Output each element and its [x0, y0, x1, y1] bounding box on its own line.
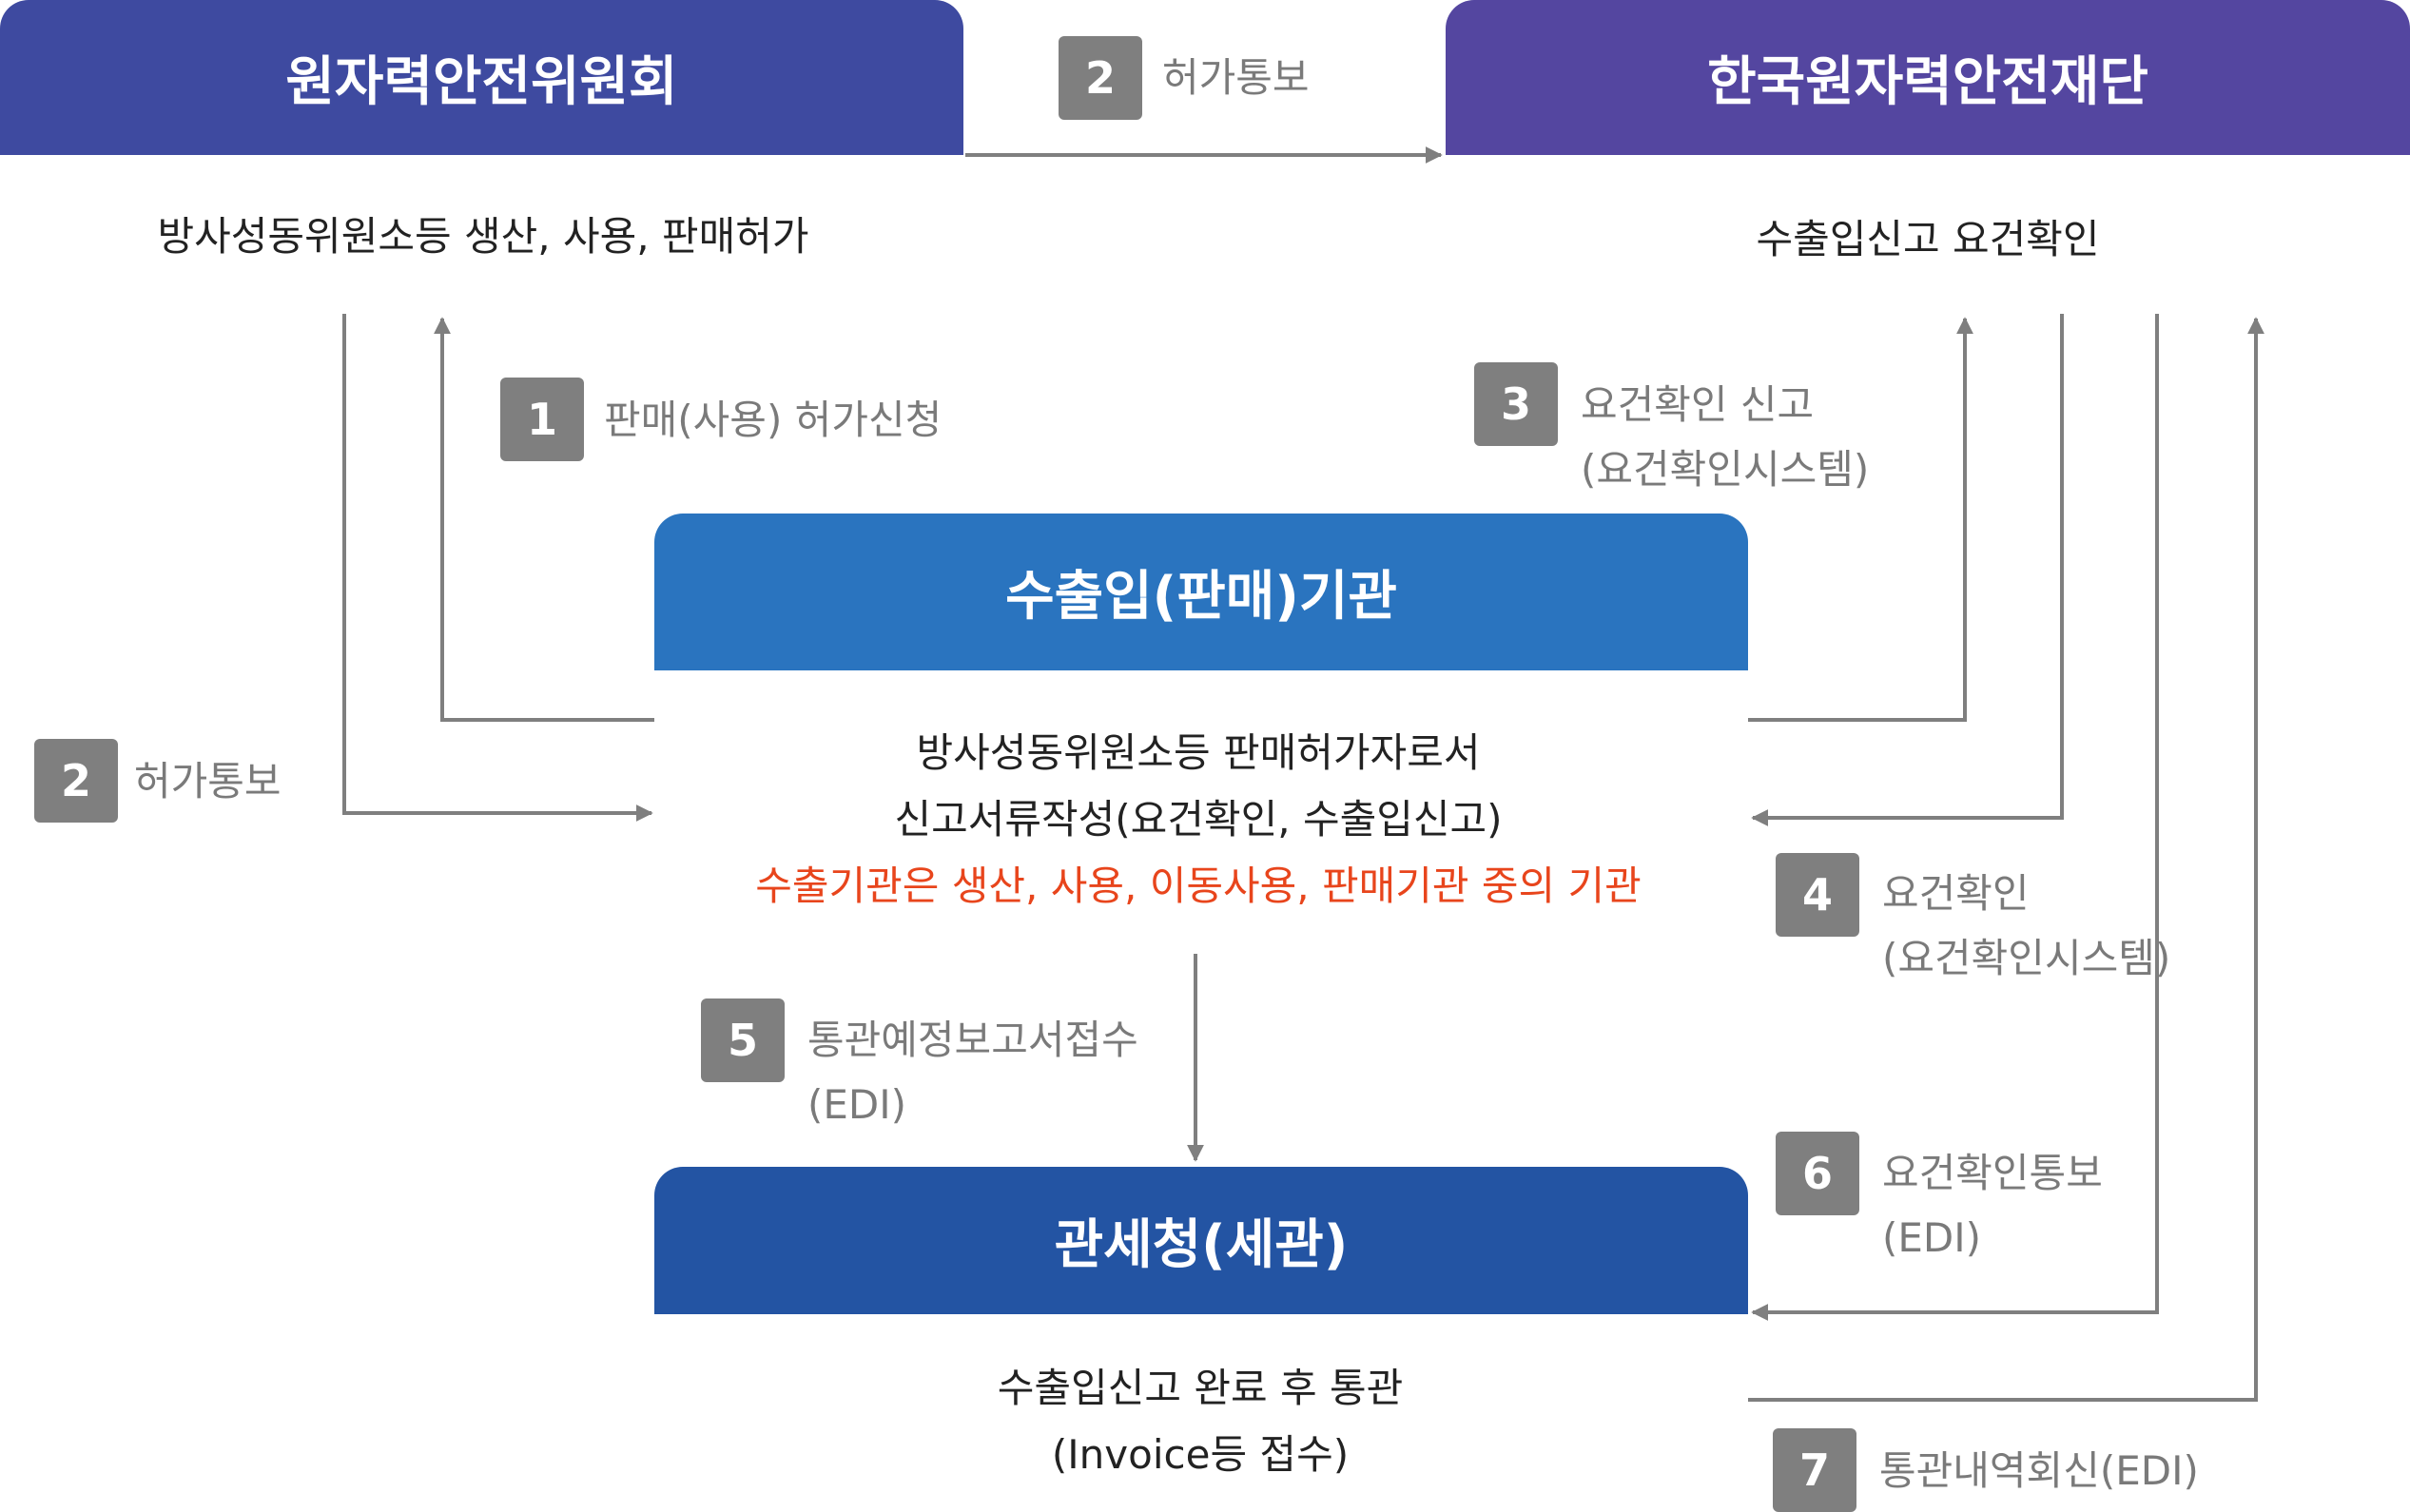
- step-label: 판매(사용) 허가신청: [604, 397, 943, 443]
- importer-note: 수출기관은 생산, 사용, 이동사용, 판매기관 중의 기관: [755, 863, 1642, 909]
- step-label-sub: (EDI): [807, 1081, 907, 1128]
- step-badge: 4: [1776, 853, 1859, 937]
- step-badge: 2: [1059, 36, 1142, 120]
- arrow-step-1: [434, 317, 654, 722]
- step-label-main: 통관예정보고서접수: [807, 1017, 1138, 1063]
- step-label: 통관내역회신(EDI): [1879, 1447, 2199, 1494]
- step-label: 허가통보: [1162, 54, 1310, 101]
- importer-description: 방사성동위원소등 판매허가자로서 신고서류작성(요건확인, 수출입신고) 수출기…: [755, 720, 1642, 920]
- step-label-main: 요건확인통보: [1882, 1150, 2103, 1196]
- customs-description: 수출입신고 완료 후 통관 (Invoice등 접수): [998, 1355, 1403, 1488]
- step-label-sub: (요건확인시스템): [1581, 446, 1870, 493]
- customs-line2: (Invoice등 접수): [1051, 1431, 1350, 1478]
- arrow-step-3: [1748, 317, 1973, 722]
- kofons-title: 한국원자력안전재단: [1707, 51, 2148, 113]
- step-badge: 2: [34, 739, 118, 823]
- step-label-main: 요건확인: [1882, 870, 2030, 917]
- step-badge: 6: [1776, 1132, 1859, 1215]
- nssc-header: 원자력안전위원회: [0, 0, 963, 155]
- arrow-step-6: [1751, 314, 2159, 1321]
- step-label: 요건확인 신고 (요건확인시스템): [1581, 373, 1869, 502]
- step-badge: 3: [1474, 362, 1558, 446]
- importer-line2: 신고서류작성(요건확인, 수출입신고): [894, 796, 1503, 843]
- step-label: 요건확인통보 (EDI): [1882, 1141, 2103, 1270]
- step-badge: 1: [500, 378, 584, 461]
- importer-title: 수출입(판매)기관: [1005, 566, 1397, 628]
- arrow-step-4: [1751, 314, 2064, 826]
- customs-line1: 수출입신고 완료 후 통관: [997, 1365, 1404, 1411]
- arrow-step-7: [1748, 317, 2264, 1402]
- step-label-sub: (요건확인시스템): [1882, 935, 2171, 981]
- step-label-sub: (EDI): [1882, 1214, 1982, 1261]
- nssc-title: 원자력안전위원회: [285, 51, 678, 113]
- importer-line1: 방사성동위원소등 판매허가자로서: [916, 729, 1481, 776]
- importer-header: 수출입(판매)기관: [654, 514, 1748, 670]
- customs-title: 관세청(세관): [1054, 1214, 1349, 1276]
- nssc-description: 방사성동위원소등 생산, 사용, 판매허가: [157, 213, 809, 260]
- arrow-step-2-left: [342, 314, 653, 822]
- step-badge: 5: [701, 998, 785, 1082]
- step-badge: 7: [1773, 1428, 1856, 1512]
- kofons-header: 한국원자력안전재단: [1446, 0, 2410, 155]
- kofons-description: 수출입신고 요건확인: [1756, 216, 2100, 262]
- step-label: 요건확인 (요건확인시스템): [1882, 862, 2170, 991]
- step-label: 허가통보: [134, 758, 282, 804]
- step-label-main: 요건확인 신고: [1581, 381, 1815, 428]
- step-label: 통관예정보고서접수 (EDI): [807, 1008, 1138, 1137]
- customs-header: 관세청(세관): [654, 1167, 1748, 1314]
